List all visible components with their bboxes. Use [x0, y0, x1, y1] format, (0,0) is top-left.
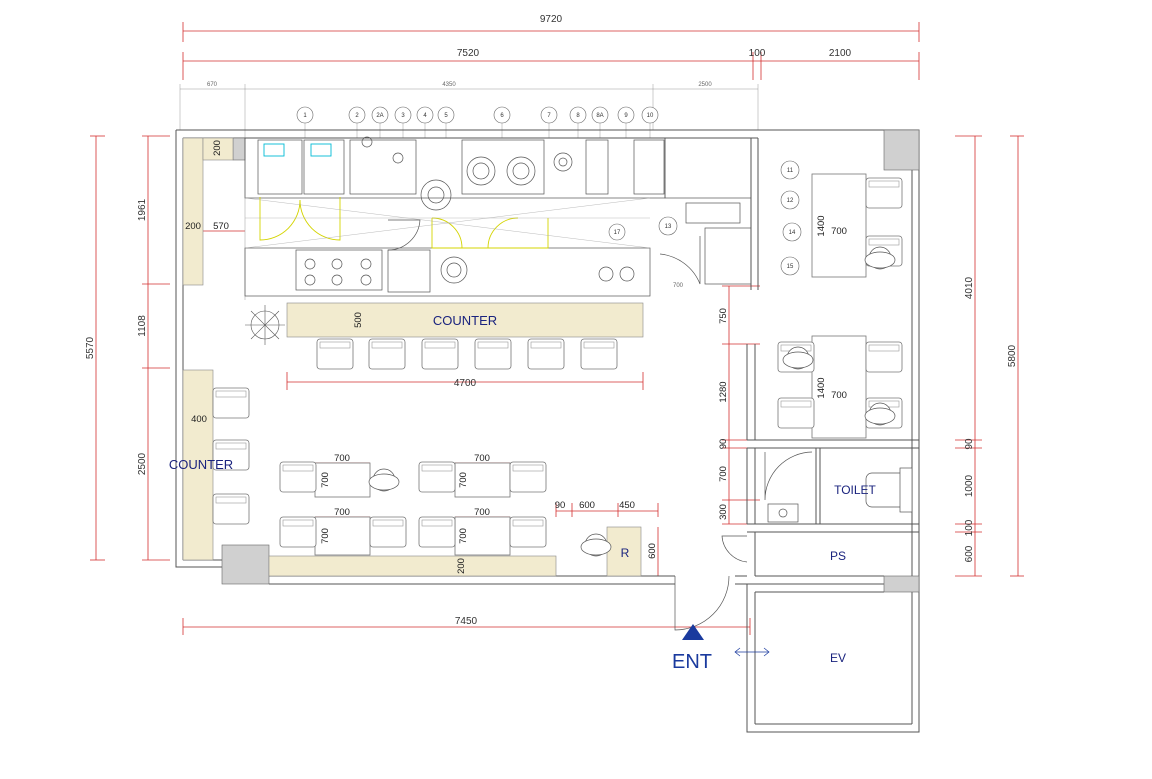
svg-text:1: 1 — [303, 113, 307, 119]
svg-text:4: 4 — [423, 113, 427, 119]
svg-text:5: 5 — [444, 113, 448, 119]
people-figures — [368, 246, 896, 557]
svg-text:6: 6 — [500, 113, 504, 119]
main-counter — [286, 302, 644, 338]
svg-text:17: 17 — [614, 230, 621, 236]
ps-label: PS — [830, 549, 846, 563]
svg-text:2: 2 — [355, 113, 359, 119]
svg-text:15: 15 — [787, 264, 794, 270]
svg-text:7: 7 — [547, 113, 551, 119]
svg-text:300: 300 — [718, 504, 729, 520]
ev-label: EV — [830, 651, 846, 665]
fridge-1 — [257, 139, 303, 195]
counter-label: COUNTER — [433, 313, 497, 328]
table-2 — [454, 462, 511, 498]
table-5 — [811, 173, 867, 278]
svg-text:9: 9 — [624, 113, 628, 119]
svg-text:2500: 2500 — [698, 82, 712, 88]
register-label: R — [621, 546, 630, 560]
svg-text:600: 600 — [647, 543, 658, 559]
svg-text:1000: 1000 — [964, 474, 975, 497]
svg-text:8A: 8A — [596, 113, 603, 119]
svg-text:4010: 4010 — [964, 276, 975, 299]
svg-text:570: 570 — [213, 221, 229, 232]
svg-text:450: 450 — [619, 500, 635, 511]
svg-text:700: 700 — [831, 226, 847, 237]
reference-grid — [179, 84, 759, 300]
entrance-label: ENT — [672, 651, 712, 673]
svg-text:90: 90 — [718, 439, 729, 450]
kitchen-sinks — [263, 143, 332, 157]
left-counter — [182, 369, 214, 561]
svg-text:100: 100 — [964, 519, 975, 536]
svg-text:8: 8 — [576, 113, 580, 119]
counters — [182, 137, 644, 577]
svg-text:5570: 5570 — [85, 336, 96, 359]
svg-text:2500: 2500 — [137, 452, 148, 475]
svg-text:500: 500 — [353, 312, 364, 328]
svg-text:700: 700 — [334, 453, 350, 464]
svg-text:1961: 1961 — [137, 198, 148, 221]
svg-text:700: 700 — [458, 472, 469, 488]
svg-text:3: 3 — [401, 113, 405, 119]
equipment-numbers: 1 2 2A 3 4 5 6 7 8 8A 9 10 11 12 13 14 1… — [303, 113, 796, 270]
svg-text:700: 700 — [718, 466, 729, 482]
svg-text:1280: 1280 — [718, 381, 729, 402]
svg-text:700: 700 — [458, 528, 469, 544]
svg-text:700: 700 — [474, 453, 490, 464]
svg-text:670: 670 — [207, 82, 218, 88]
svg-text:2100: 2100 — [829, 48, 852, 59]
svg-text:700: 700 — [320, 472, 331, 488]
counter-left-label: COUNTER — [169, 457, 233, 472]
entrance-arrow-icon — [682, 624, 704, 640]
svg-text:700: 700 — [320, 528, 331, 544]
svg-text:750: 750 — [718, 308, 729, 324]
svg-text:7520: 7520 — [457, 48, 480, 59]
svg-text:2A: 2A — [376, 113, 383, 119]
equipment-markers — [296, 106, 802, 276]
bottom-bench — [268, 555, 557, 577]
svg-text:90: 90 — [964, 438, 975, 450]
svg-text:200: 200 — [212, 140, 223, 156]
kitchen-equipment — [244, 136, 752, 297]
svg-text:1400: 1400 — [816, 215, 827, 236]
svg-text:14: 14 — [789, 230, 796, 236]
svg-text:10: 10 — [647, 113, 654, 119]
svg-text:700: 700 — [474, 507, 490, 518]
ev-arrow-icon — [734, 647, 770, 657]
svg-text:5800: 5800 — [1007, 344, 1018, 367]
svg-text:7450: 7450 — [455, 616, 478, 627]
tables — [314, 173, 867, 556]
table-4 — [454, 516, 511, 556]
walls — [175, 129, 920, 733]
room-labels: COUNTER COUNTER TOILET PS EV ENT R — [169, 313, 877, 673]
svg-text:700: 700 — [673, 283, 684, 289]
svg-text:11: 11 — [787, 168, 794, 174]
doors — [387, 219, 813, 631]
svg-text:13: 13 — [665, 224, 672, 230]
svg-text:600: 600 — [964, 545, 975, 562]
svg-text:200: 200 — [185, 221, 201, 232]
plant-icon — [245, 305, 285, 345]
svg-text:4350: 4350 — [442, 82, 456, 88]
svg-text:4700: 4700 — [454, 378, 477, 389]
svg-text:1400: 1400 — [816, 377, 827, 398]
svg-text:100: 100 — [749, 48, 766, 59]
table-6 — [811, 335, 867, 439]
svg-text:1108: 1108 — [137, 315, 148, 337]
left-counter-top — [182, 137, 204, 286]
svg-text:700: 700 — [334, 507, 350, 518]
fridge-2 — [303, 139, 345, 195]
svg-text:400: 400 — [191, 414, 207, 425]
svg-text:9720: 9720 — [540, 14, 563, 25]
svg-text:90: 90 — [555, 500, 566, 511]
toilet-label: TOILET — [834, 483, 876, 497]
dimension-labels: 9720 7520 100 2100 670 4350 2500 5570 19… — [85, 14, 1018, 627]
svg-text:200: 200 — [456, 558, 467, 574]
svg-text:600: 600 — [579, 500, 595, 511]
svg-text:12: 12 — [787, 198, 794, 204]
toilet-fixtures — [767, 467, 913, 523]
svg-text:700: 700 — [831, 390, 847, 401]
